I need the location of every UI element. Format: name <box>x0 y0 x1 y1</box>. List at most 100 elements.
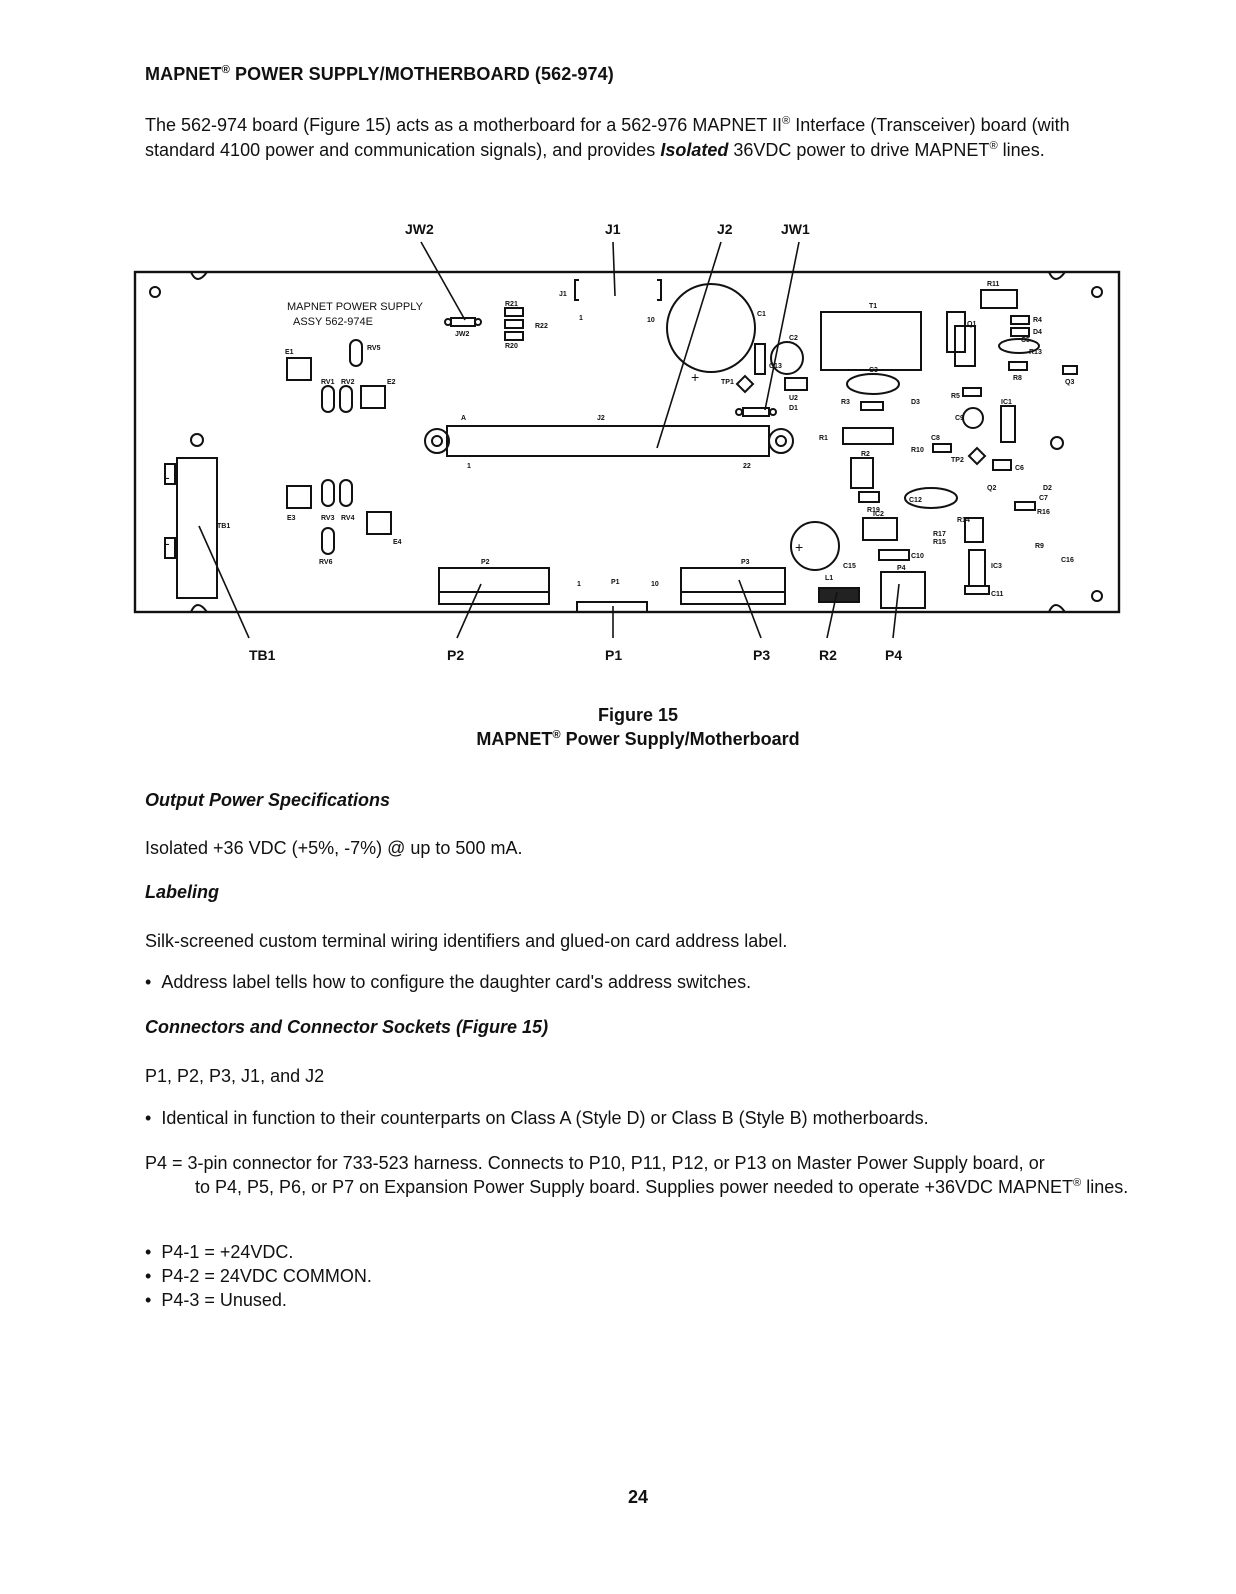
p4-pin-3: • P4-3 = Unused. <box>145 1290 287 1310</box>
leader-j1 <box>612 241 616 297</box>
silk-r15: R15 <box>933 539 946 546</box>
mount-hole <box>1091 286 1103 298</box>
r14-resistor <box>964 517 984 543</box>
c11-capacitor <box>964 585 990 595</box>
silk-minus-tb1-2: - <box>165 535 170 551</box>
c2-capacitor <box>770 341 804 375</box>
r22-resistor <box>504 319 524 329</box>
edge-notch <box>190 271 208 280</box>
edge-notch <box>1048 271 1066 280</box>
silk-tb1: TB1 <box>217 523 230 530</box>
connectors-bullet: • Identical in function to their counter… <box>145 1108 929 1128</box>
silk-c7: C7 <box>1039 495 1048 502</box>
silk-r17: R17 <box>933 531 946 538</box>
mount-hole <box>1091 590 1103 602</box>
p4-continuation: to P4, P5, P6, or P7 on Expansion Power … <box>145 1175 1135 1199</box>
silk-c6: C6 <box>1015 465 1024 472</box>
p4-pin-1: • P4-1 = +24VDC. <box>145 1242 294 1262</box>
mount-hole <box>1050 436 1064 450</box>
silk-j1-pin-1: 1 <box>579 315 583 322</box>
c9-capacitor <box>790 521 840 571</box>
silk-ic2: IC2 <box>873 511 884 518</box>
r19-resistor <box>858 491 880 503</box>
silk-c16: C16 <box>1061 557 1074 564</box>
silk-d4: D4 <box>1033 329 1042 336</box>
silk-pin-22: 22 <box>743 463 751 470</box>
callout-r2: R2 <box>819 647 837 663</box>
r11-resistor <box>980 289 1018 309</box>
silk-r19: R19 <box>867 507 880 514</box>
c3-capacitor <box>846 373 900 395</box>
leader-jw2 <box>420 241 466 321</box>
silk-r1: R1 <box>819 435 828 442</box>
rv4-varistor <box>339 479 353 507</box>
figure-caption-title: MAPNET® Power Supply/Motherboard <box>0 727 1236 751</box>
silk-tp2: TP2 <box>951 457 964 464</box>
edge-notch <box>1048 604 1066 613</box>
leader-p4 <box>892 583 900 639</box>
silk-d3: D3 <box>911 399 920 406</box>
silk-ic1: IC1 <box>1001 399 1012 406</box>
p4-pin-2-text: P4-2 = 24VDC COMMON. <box>161 1266 372 1286</box>
d3-diode <box>860 401 884 411</box>
silk-e4: E4 <box>393 539 402 546</box>
silk-c3: C3 <box>869 367 878 374</box>
tb1-terminals <box>164 463 176 559</box>
l1-inductor <box>818 587 860 603</box>
e4-pad <box>366 511 392 535</box>
silk-c15: C15 <box>843 563 856 570</box>
silk-e1: E1 <box>285 349 294 356</box>
ic3-chip <box>968 549 986 587</box>
labeling-bullet-text: Address label tells how to configure the… <box>161 972 752 992</box>
silk-assy: ASSY 562-974E <box>293 316 373 328</box>
c5-capacitor <box>998 338 1040 354</box>
silk-c9: C9 <box>955 415 964 422</box>
silk-t1: T1 <box>869 303 877 310</box>
silk-rv3: RV3 <box>321 515 335 522</box>
r8-resistor <box>1008 361 1028 371</box>
jw2-jumper <box>450 317 476 327</box>
p4-line-1: P4 = 3-pin connector for 733-523 harness… <box>145 1153 1045 1173</box>
silk-c8: C8 <box>931 435 940 442</box>
output-power-text: Isolated +36 VDC (+5%, -7%) @ up to 500 … <box>145 838 523 858</box>
intro-reg-1: ® <box>782 115 791 127</box>
r1-resistor <box>842 427 894 445</box>
caption-rest: Power Supply/Motherboard <box>560 729 800 749</box>
p4-pin-3-text: P4-3 = Unused. <box>161 1290 287 1310</box>
motherboard-diagram: JW2 J1 J2 JW1 TB1 P2 P1 P3 R2 P4 MAPNET … <box>133 221 1121 663</box>
u2-component <box>784 377 808 391</box>
intro-emphasis: Isolated <box>660 140 729 160</box>
silk-r22: R22 <box>535 323 548 330</box>
jw2-pin <box>474 318 482 326</box>
mount-hole <box>149 286 161 298</box>
j2-mount <box>424 428 450 454</box>
silk-minus-tb1: - <box>165 469 170 485</box>
callout-tb1: TB1 <box>249 647 276 663</box>
r4-resistor <box>1010 315 1030 325</box>
silk-d2: D2 <box>1043 485 1052 492</box>
silk-rv1: RV1 <box>321 379 335 386</box>
labeling-bullet: • Address label tells how to configure t… <box>145 972 752 992</box>
r10-resistor <box>932 443 952 453</box>
c13-capacitor <box>754 343 766 375</box>
d4-diode <box>1010 327 1030 337</box>
p2-connector <box>438 567 550 605</box>
silk-tp1: TP1 <box>721 379 734 386</box>
silk-jw2: JW2 <box>455 331 470 338</box>
silk-j2: J2 <box>597 415 605 422</box>
callout-p4: P4 <box>885 647 902 663</box>
r21-resistor <box>504 307 524 317</box>
edge-notch <box>190 604 208 613</box>
p4-cont-text: to P4, P5, P6, or P7 on Expansion Power … <box>195 1177 1074 1197</box>
p4-pin-1-text: P4-1 = +24VDC. <box>161 1242 294 1262</box>
heading-prefix: MAPNET <box>145 64 222 84</box>
silk-q2: Q2 <box>987 485 996 492</box>
silk-plus-c9: + <box>795 539 803 555</box>
silk-q3: Q3 <box>1065 379 1074 386</box>
silk-q1: Q1 <box>967 321 976 328</box>
heading-rest: POWER SUPPLY/MOTHERBOARD (562-974) <box>229 64 614 84</box>
intro-text-2: Interface (Transceiver) board (with stan… <box>145 115 1070 160</box>
tp2-point <box>967 446 987 466</box>
silk-r21: R21 <box>505 301 518 308</box>
silk-d1: D1 <box>789 405 798 412</box>
